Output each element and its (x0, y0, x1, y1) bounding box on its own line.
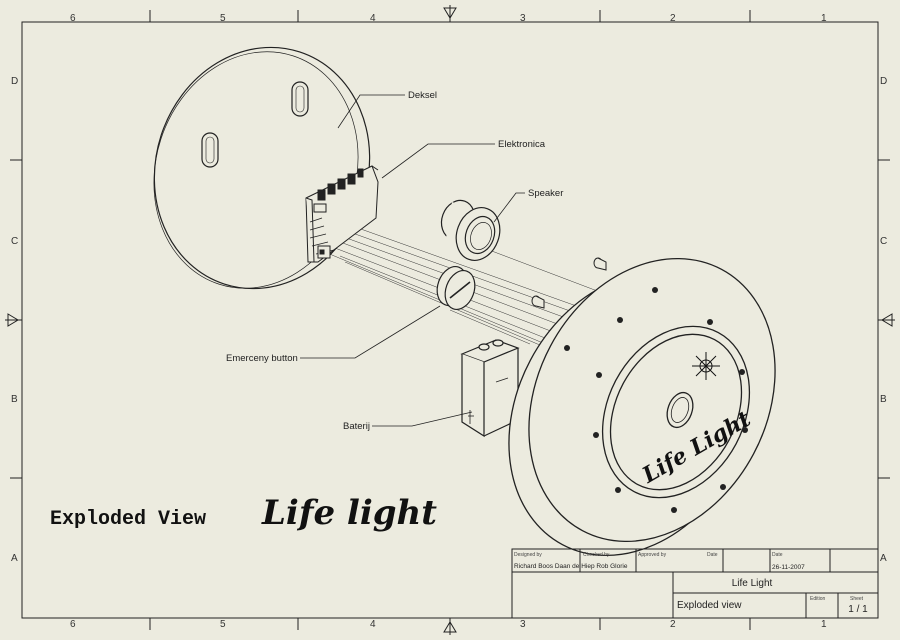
emergency-button-part (436, 266, 476, 310)
callout-leaders (300, 94, 525, 427)
zone-left-d: D (11, 76, 18, 87)
zone-left-b: B (11, 394, 18, 405)
callout-elektronica: Elektronica (498, 139, 546, 150)
zone-top-6: 6 (70, 13, 76, 24)
centering-marks (5, 5, 895, 635)
elektronica-pcb (305, 165, 379, 263)
zone-top-5: 5 (220, 13, 226, 24)
sun-logo (692, 352, 720, 380)
date-label-2: Date (772, 552, 783, 558)
zone-top-4: 4 (370, 13, 376, 24)
callout-deksel: Deksel (408, 90, 437, 101)
zone-right-b: B (880, 394, 887, 405)
title-block-title: Life Light (732, 578, 773, 589)
zone-left-c: C (11, 236, 18, 247)
sheet-label: Sheet (850, 596, 864, 602)
checked-by-label: Checked by (583, 552, 610, 558)
zone-top-3: 3 (520, 13, 526, 24)
designed-by-label: Designed by (514, 552, 542, 558)
edition-label: Edition (810, 596, 826, 602)
deksel-slot-lower (201, 132, 219, 168)
zone-bottom-6: 6 (70, 619, 76, 630)
zone-bottom-3: 3 (520, 619, 526, 630)
sheet-value: 1 / 1 (848, 604, 868, 615)
designed-by-value: Richard Boos Daan de Hiep Rob Glorie (514, 563, 628, 570)
deksel-slot-upper (291, 81, 309, 117)
zone-bottom-1: 1 (821, 619, 827, 630)
callout-baterij: Baterij (343, 421, 370, 432)
zone-labels: 6 5 4 3 2 1 6 5 4 3 2 1 D C B A D C B A (11, 13, 887, 630)
baterij-battery (460, 339, 520, 438)
zone-right-c: C (880, 236, 887, 247)
zone-bottom-4: 4 (370, 619, 376, 630)
speaker (440, 199, 501, 261)
zone-top-1: 1 (821, 13, 827, 24)
zone-bottom-5: 5 (220, 619, 226, 630)
drawing-title-product: Life light (261, 493, 437, 533)
main-housing (508, 257, 776, 557)
title-block-subtitle: Exploded view (677, 600, 742, 611)
zone-bottom-2: 2 (670, 619, 676, 630)
date-label-1: Date (707, 552, 718, 558)
date-value: 26-11-2007 (772, 564, 805, 571)
zone-right-d: D (880, 76, 887, 87)
zone-right-a: A (880, 553, 887, 564)
callout-speaker: Speaker (528, 188, 563, 199)
zone-top-2: 2 (670, 13, 676, 24)
housing-screw-holes (564, 287, 748, 513)
title-block (511, 548, 879, 619)
frame-ticks (10, 10, 890, 630)
approved-by-label: Approved by (638, 552, 667, 558)
callout-emergency-button: Emerceny button (226, 353, 298, 364)
drawing-title-prefix: Exploded View (50, 508, 206, 531)
fastening-pins (531, 257, 607, 309)
zone-left-a: A (11, 553, 18, 564)
